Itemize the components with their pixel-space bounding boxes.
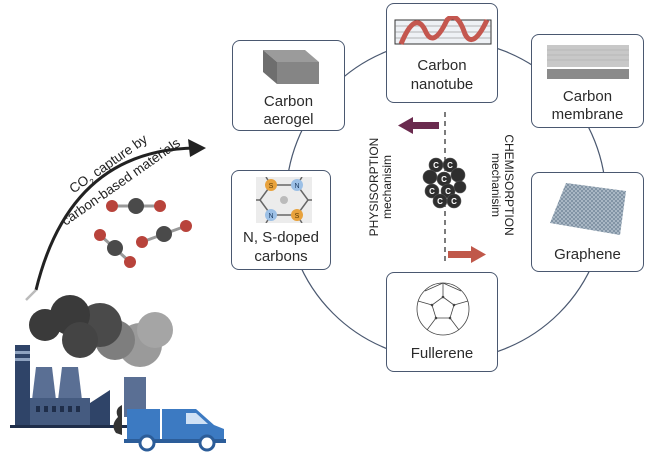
carbon-atom-label: C <box>429 187 435 196</box>
atom-n: N <box>294 183 299 190</box>
card-carbon-aerogel: Carbon aerogel <box>232 40 345 131</box>
card-label-line1: N, S-doped <box>243 229 319 246</box>
co2-molecules-icon <box>94 198 192 268</box>
physisorption-arrow-icon <box>398 117 439 134</box>
co2-molecule <box>106 198 166 214</box>
chemisorption-title: CHEMISORPTION <box>502 134 516 236</box>
card-label: Fullerene <box>410 345 474 362</box>
co2-molecule <box>136 220 192 248</box>
carbon-atom-label: C <box>441 175 447 184</box>
doped-lattice-icon: S N N S <box>256 177 312 223</box>
physisorption-subtitle: mechanisim <box>380 154 394 220</box>
atom-s: S <box>269 183 274 190</box>
atom-n: N <box>268 213 273 220</box>
card-label-line1: Carbon <box>562 88 613 105</box>
card-carbon-membrane: Carbon membrane <box>531 34 644 128</box>
card-label-line1: Carbon <box>417 57 467 74</box>
card-graphene: Graphene <box>531 172 644 272</box>
card-label-line1: Carbon <box>263 93 314 110</box>
factory-icon <box>10 345 146 428</box>
card-n-s-doped-carbons: S N N S N, S-doped carbons <box>231 170 331 270</box>
smoke-cloud-icon <box>29 295 173 367</box>
carbon-atom-label: C <box>445 187 451 196</box>
card-fullerene: Fullerene <box>386 272 498 372</box>
truck-icon <box>113 405 226 452</box>
card-label-line2: membrane <box>551 106 624 123</box>
graphene-sheet-icon <box>550 183 626 235</box>
carbon-atom-label: C <box>447 161 453 170</box>
carbon-cluster-icon: C C C C C C C <box>422 157 467 209</box>
card-carbon-nanotube: Carbon nanotube <box>386 3 498 103</box>
fullerene-icon <box>416 282 470 336</box>
membrane-layers-icon <box>547 45 629 79</box>
card-label: Graphene <box>554 246 621 263</box>
card-label-line2: aerogel <box>263 111 314 128</box>
card-label-line2: carbons <box>254 248 308 265</box>
capture-arrow <box>34 146 196 291</box>
chemisorption-label: CHEMISORPTION mechanisim <box>489 115 516 255</box>
physisorption-label: PHYSISORPTION mechanisim <box>367 117 394 257</box>
capture-arrow-head-icon <box>188 139 206 157</box>
atom-s: S <box>295 213 300 220</box>
carbon-atom-label: C <box>437 197 443 206</box>
carbon-atom-label: C <box>433 161 439 170</box>
card-label-line2: nanotube <box>410 76 474 93</box>
carbon-atom-label: C <box>451 197 457 206</box>
chemisorption-subtitle: mechanisim <box>489 152 503 218</box>
capture-arrow-tail <box>25 289 37 301</box>
chemisorption-arrow-icon <box>448 246 486 263</box>
co2-molecule <box>94 229 136 268</box>
aerogel-block-icon <box>263 50 319 84</box>
factory-emissions-icon <box>10 295 226 452</box>
nanotube-icon <box>394 16 492 45</box>
